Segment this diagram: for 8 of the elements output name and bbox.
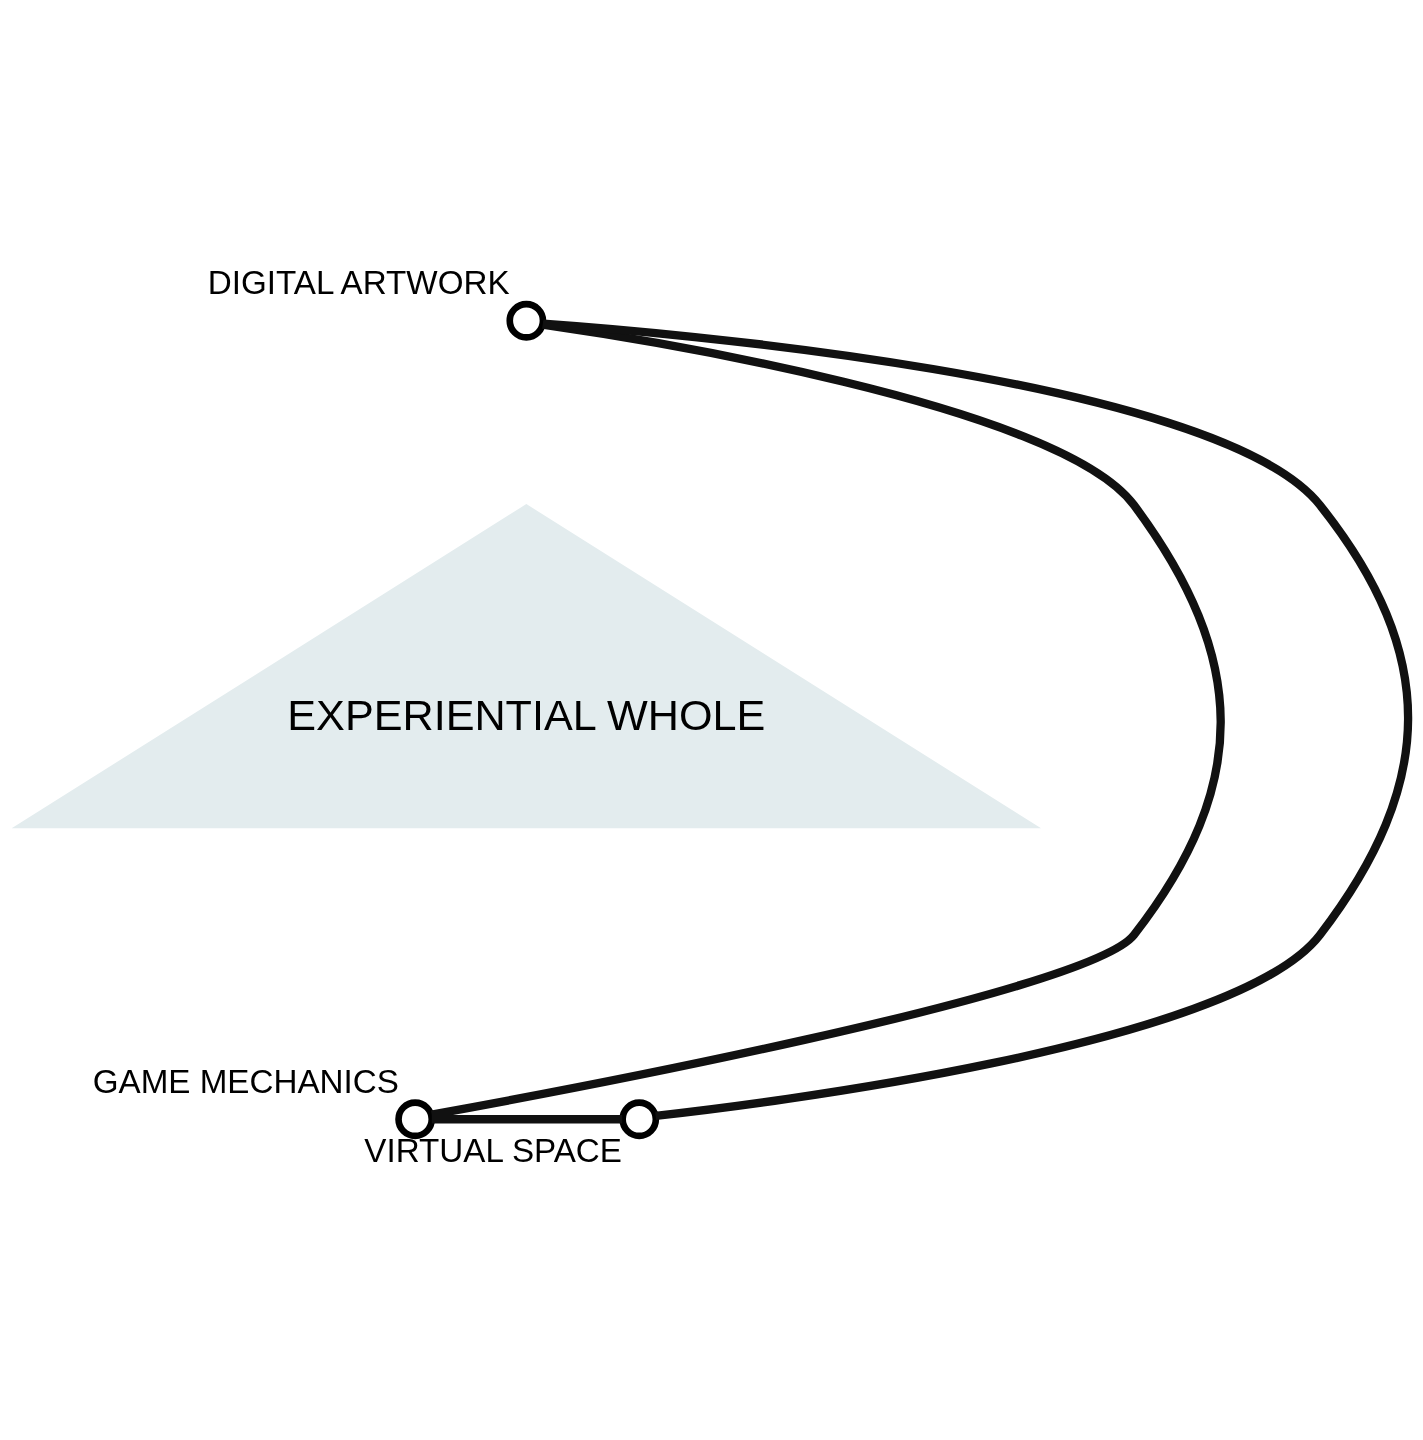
connector xyxy=(542,319,1413,1120)
connector xyxy=(431,1115,623,1124)
node-circle xyxy=(395,1099,436,1140)
node-label: DIGITAL ARTWORK xyxy=(207,264,510,302)
node-circle xyxy=(506,300,547,341)
node-label: VIRTUAL SPACE xyxy=(364,1132,622,1170)
node-label: GAME MECHANICS xyxy=(92,1062,399,1100)
node-circle xyxy=(619,1099,660,1140)
